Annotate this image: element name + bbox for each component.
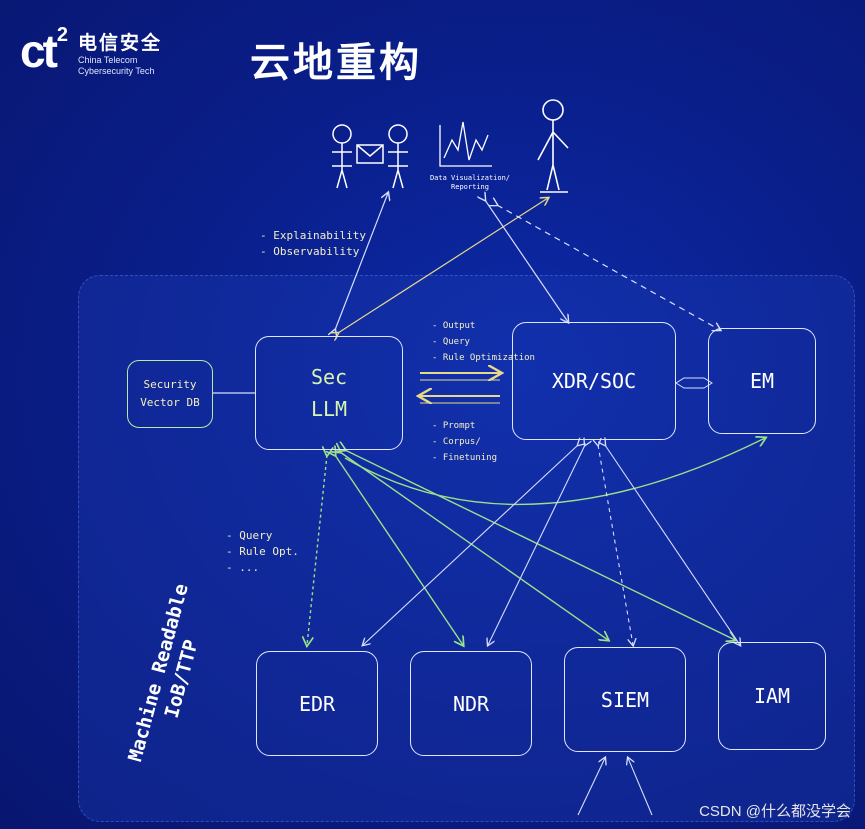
rule-optimization-note: - Rule Optimization <box>432 353 535 363</box>
sec-llm-label-line1: Sec <box>310 365 348 389</box>
logo-superscript: 2 <box>56 24 69 46</box>
logo-text: 电信安全 China Telecom Cybersecurity Tech <box>78 28 162 77</box>
explainability-note: - Explainability - Observability <box>260 229 366 258</box>
prompt-note: - Prompt <box>432 421 476 431</box>
xdr-soc-node: XDR/SOC <box>512 322 676 440</box>
em-label: EM <box>749 369 775 393</box>
logo-chinese-name: 电信安全 <box>78 32 163 54</box>
output-note: - Output <box>432 321 476 331</box>
company-logo: ct 2 电信安全 China Telecom Cybersecurity Te… <box>20 24 162 77</box>
sec-llm-node: Sec LLM <box>255 336 403 450</box>
corpus-note: - Corpus/ <box>432 437 481 447</box>
vector-db-label-line1: Security <box>143 378 197 391</box>
ndr-label: NDR <box>452 691 490 716</box>
data-visualization-label-line2: Reporting <box>451 183 489 191</box>
vector-db-label-line2: Vector DB <box>140 396 200 409</box>
data-visualization-label: Data Visualization/ Reporting <box>425 174 515 192</box>
security-vector-db-node: Security Vector DB <box>127 360 213 428</box>
iam-node: IAM <box>718 642 826 750</box>
query-rule-note: - Query - Rule Opt. - ... <box>226 529 299 574</box>
finetuning-note: - Finetuning <box>432 453 498 463</box>
data-visualization-icon <box>439 121 492 167</box>
logo-mark: ct <box>20 25 58 77</box>
csdn-watermark: CSDN @什么都没学会 <box>699 803 851 820</box>
page-title: 云地重构 <box>250 40 422 86</box>
xdr-soc-label: XDR/SOC <box>551 369 637 393</box>
edr-label: EDR <box>298 691 336 716</box>
people-email-icon <box>332 124 408 189</box>
query-note: - Query <box>432 337 470 347</box>
edr-node: EDR <box>256 651 378 756</box>
data-visualization-label-line1: Data Visualization/ <box>429 174 511 182</box>
siem-node: SIEM <box>564 647 686 752</box>
siem-label: SIEM <box>600 687 650 712</box>
logo-english-line2: Cybersecurity Tech <box>78 66 155 76</box>
iam-label: IAM <box>753 684 791 708</box>
em-node: EM <box>708 328 816 434</box>
logo-english-line1: China Telecom <box>78 55 138 65</box>
sec-llm-label-line2: LLM <box>310 397 348 421</box>
stick-figure-icon <box>537 99 569 193</box>
ndr-node: NDR <box>410 651 532 756</box>
